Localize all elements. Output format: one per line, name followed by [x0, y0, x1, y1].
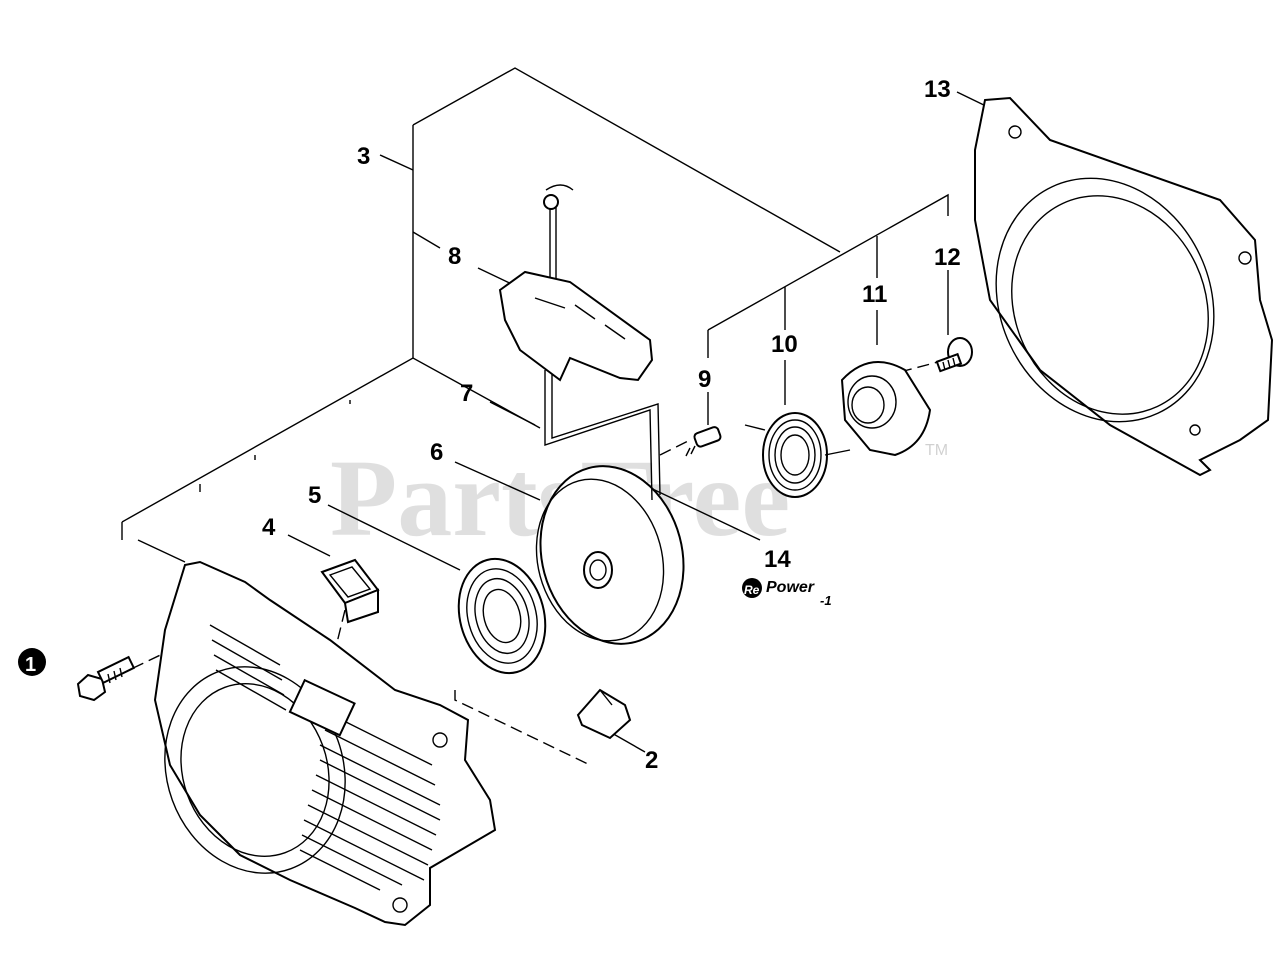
leader-lines: [137, 91, 991, 753]
repower-suffix: -1: [820, 593, 832, 608]
callout-7: 7: [460, 380, 473, 407]
callout-5: 5: [308, 482, 321, 509]
callout-9: 9: [698, 366, 711, 393]
callout-8: 8: [448, 243, 461, 270]
repower-re: Re: [744, 583, 760, 597]
part-starter-housing: [153, 560, 497, 927]
part-guide: [576, 688, 632, 740]
callout-1: 1: [25, 654, 36, 676]
callout-1-circle: [18, 648, 46, 676]
repower-power: Power: [766, 579, 815, 596]
callout-4: 4: [262, 514, 276, 541]
part-screw: [935, 337, 973, 373]
callout-14: 14: [764, 546, 791, 573]
callout-2: 2: [645, 747, 658, 774]
part-starter-handle: [498, 270, 654, 382]
part-bushing: [320, 558, 380, 624]
watermark-tm: TM: [925, 442, 948, 459]
part-coil-spring: [744, 412, 851, 498]
part-ratchet: [840, 361, 932, 457]
part-pin: [685, 426, 722, 457]
part-fan-cover: [974, 96, 1274, 477]
callout-12: 12: [934, 244, 961, 271]
callout-11: 11: [862, 281, 887, 308]
callout-10: 10: [771, 331, 798, 358]
callout-6: 6: [430, 439, 443, 466]
repower-badge: Re Power -1: [742, 578, 832, 608]
callout-3: 3: [357, 143, 370, 170]
part-pulley: [535, 465, 685, 645]
part-bolt: [76, 655, 136, 702]
callout-13: 13: [924, 76, 951, 103]
part-recoil-spring: [457, 557, 547, 675]
bracket-lines: [121, 67, 949, 540]
part-starter-rope: [543, 184, 661, 501]
